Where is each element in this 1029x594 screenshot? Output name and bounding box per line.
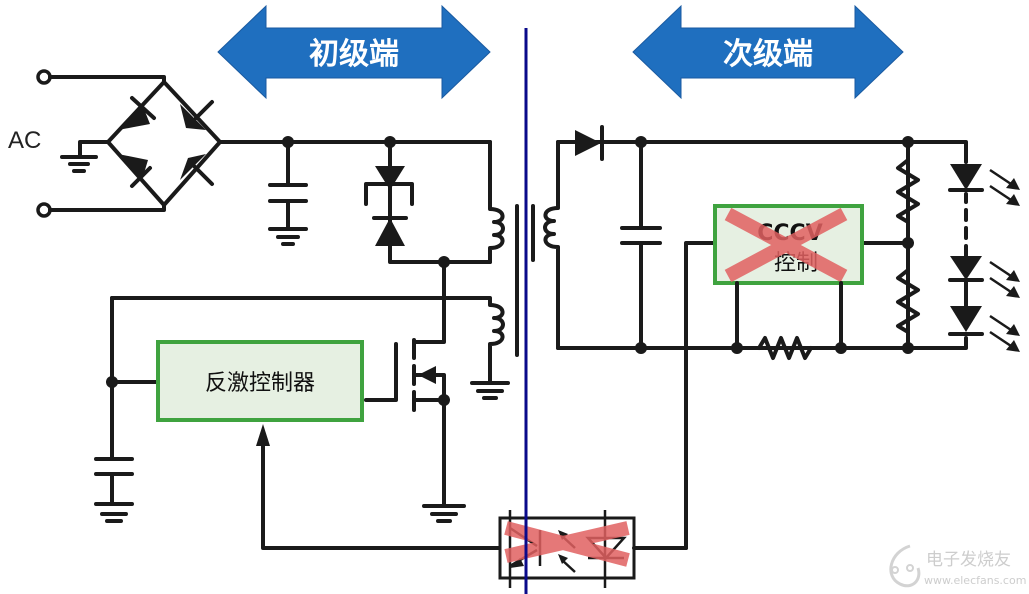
bulk-capacitor — [268, 136, 308, 246]
led-icon — [950, 256, 982, 280]
watermark-url: www.elecfans.com — [924, 574, 1026, 587]
primary-side-label: 初级端 — [309, 37, 399, 72]
diode-icon — [118, 154, 148, 180]
flyback-controller-block: 反激控制器 — [156, 340, 364, 422]
ground-icon — [60, 155, 98, 173]
transformer — [110, 140, 560, 400]
resistor-icon — [896, 140, 920, 245]
voltage-divider — [896, 136, 968, 354]
ground-icon — [268, 227, 308, 246]
zener-diode-icon — [375, 166, 405, 190]
watermark: 电子发烧友 www.elecfans.com — [889, 544, 1026, 588]
mosfet-arrow-icon — [418, 366, 436, 384]
primary-side-arrow: 初级端 — [217, 4, 491, 100]
output-capacitor — [620, 140, 662, 350]
flyback-controller-label: 反激控制器 — [205, 371, 315, 396]
cccv-controller-block: CCCV 控制 — [684, 204, 910, 550]
diode-icon — [375, 218, 405, 246]
diode-icon — [575, 130, 601, 156]
ac-label: AC — [8, 127, 41, 154]
sense-resistor-icon — [757, 336, 813, 360]
tvs-clamp — [364, 136, 492, 268]
led-icon — [950, 306, 982, 332]
diode-icon — [118, 104, 150, 130]
led-icon — [950, 164, 982, 190]
light-emission-icons — [989, 168, 1020, 352]
ground-icon — [422, 504, 466, 523]
watermark-name: 电子发烧友 — [926, 550, 1011, 570]
secondary-side-arrow: 次级端 — [632, 4, 904, 100]
feedback-path — [256, 424, 502, 550]
diode-icon — [180, 104, 206, 130]
optocoupler — [498, 510, 688, 588]
ground-icon — [470, 381, 510, 400]
resistor-icon — [896, 241, 920, 350]
power-mosfet — [364, 260, 466, 523]
removed-cross-icon — [724, 207, 848, 283]
bridge-rectifier — [60, 80, 492, 207]
secondary-side-label: 次级端 — [723, 37, 813, 72]
arrow-up-icon — [256, 424, 270, 446]
watermark-logo-icon — [889, 544, 921, 588]
vcc-supply — [94, 296, 160, 523]
led-string — [948, 164, 1020, 352]
